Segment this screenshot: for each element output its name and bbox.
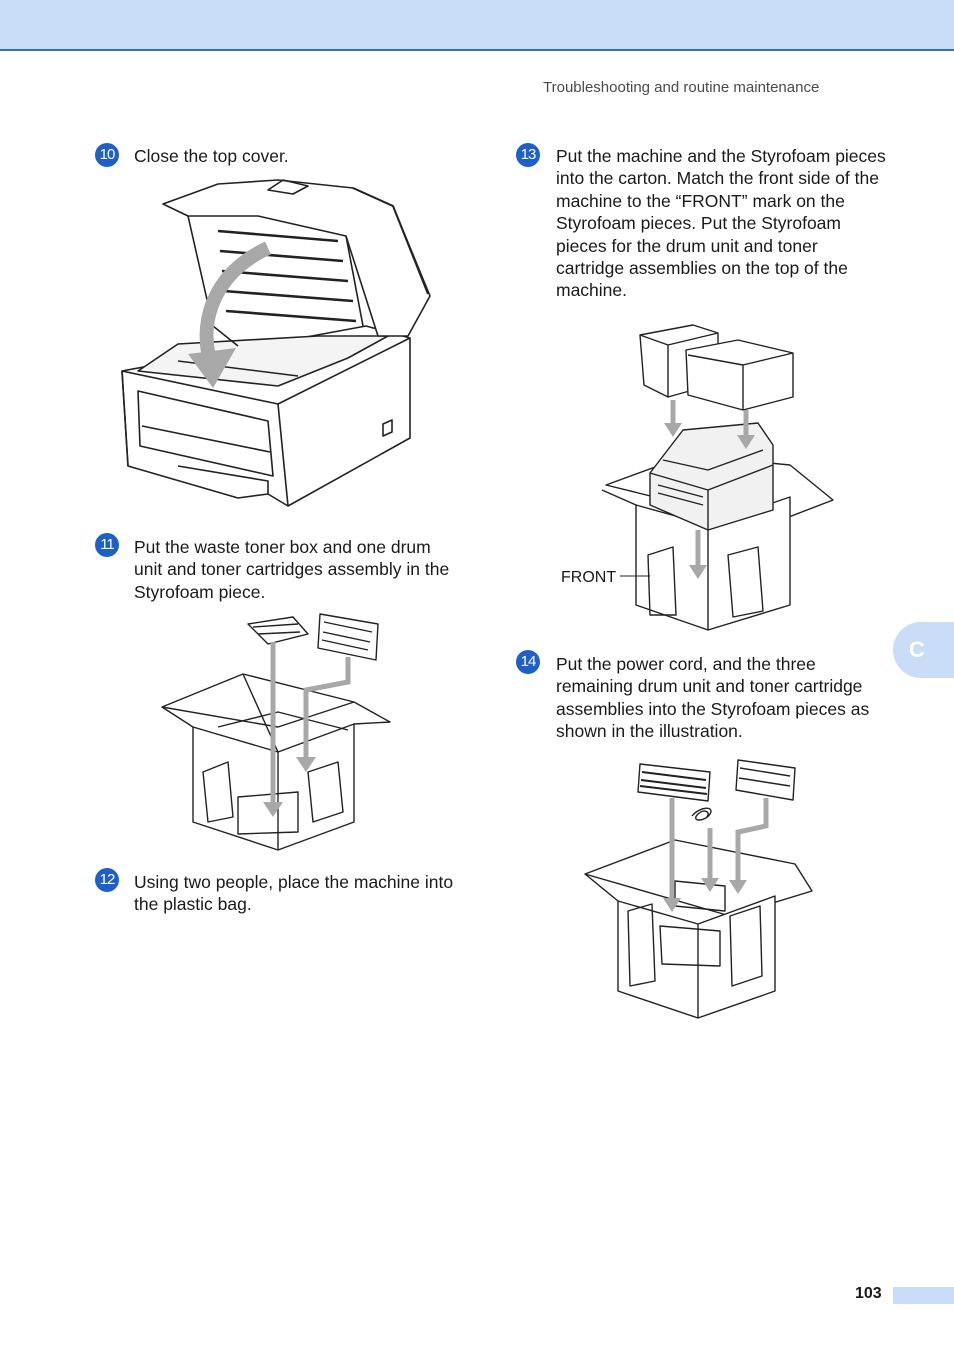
step-12-text: Using two people, place the machine into… bbox=[134, 872, 454, 915]
chapter-side-tab: C bbox=[893, 622, 954, 678]
close-top-cover-illustration bbox=[121, 179, 431, 507]
front-mark-label: FRONT bbox=[561, 569, 616, 586]
waste-toner-box-illustration bbox=[161, 613, 391, 851]
step-14-text: Put the power cord, and the three remain… bbox=[556, 654, 870, 742]
step-13-text: Put the machine and the Styrofoam pieces… bbox=[556, 146, 886, 301]
running-header: Troubleshooting and routine maintenance bbox=[543, 79, 820, 96]
step-11-badge: 11 bbox=[95, 533, 119, 557]
power-cord-and-cartridges-illustration bbox=[584, 759, 813, 1019]
machine-in-carton-illustration: FRONT bbox=[561, 324, 834, 631]
page-number: 103 bbox=[855, 1285, 882, 1302]
top-header-band bbox=[0, 0, 954, 51]
step-10-badge: 10 bbox=[95, 143, 119, 167]
step-11-text: Put the waste toner box and one drum uni… bbox=[134, 537, 450, 602]
step-12-badge: 12 bbox=[95, 868, 119, 892]
step-13-badge: 13 bbox=[516, 143, 540, 167]
step-10-text: Close the top cover. bbox=[134, 146, 289, 166]
step-14-badge: 14 bbox=[516, 650, 540, 674]
page-number-bar bbox=[893, 1287, 954, 1304]
